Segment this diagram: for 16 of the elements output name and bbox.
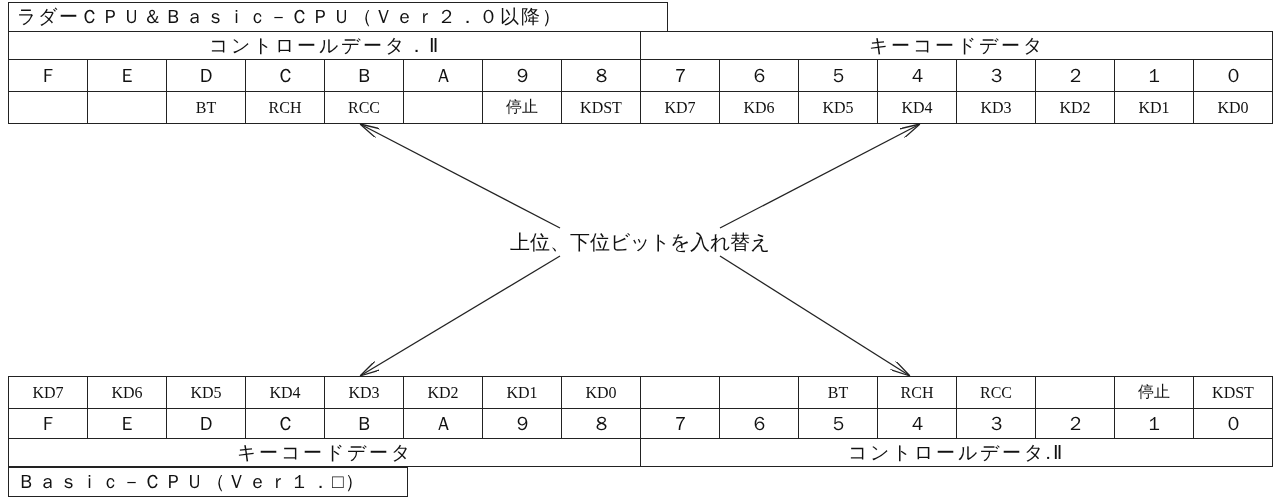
arrow [359,255,561,377]
signal-name: KDST [1193,376,1273,409]
section-header: キーコードデータ [8,438,641,467]
table-title: Ｂａｓｉｃ－ＣＰＵ（Ｖｅｒ１．□） [8,467,408,497]
signal-name: KD7 [8,376,88,409]
section-header: コントロールデータ.Ⅱ [640,438,1273,467]
arrow [359,123,561,229]
arrow [719,255,911,377]
table-title: ラダーＣＰＵ＆Ｂａｓｉｃ－ＣＰＵ（Ｖｅｒ２．０以降） [8,2,668,32]
signal-name: KD0 [1193,91,1273,124]
table-section [8,376,641,467]
table-section [640,376,1273,467]
table-section [8,31,641,124]
note-text: 上位、下位ビットを入れ替え [510,229,770,255]
table-section [640,31,1273,124]
arrow [719,123,921,229]
